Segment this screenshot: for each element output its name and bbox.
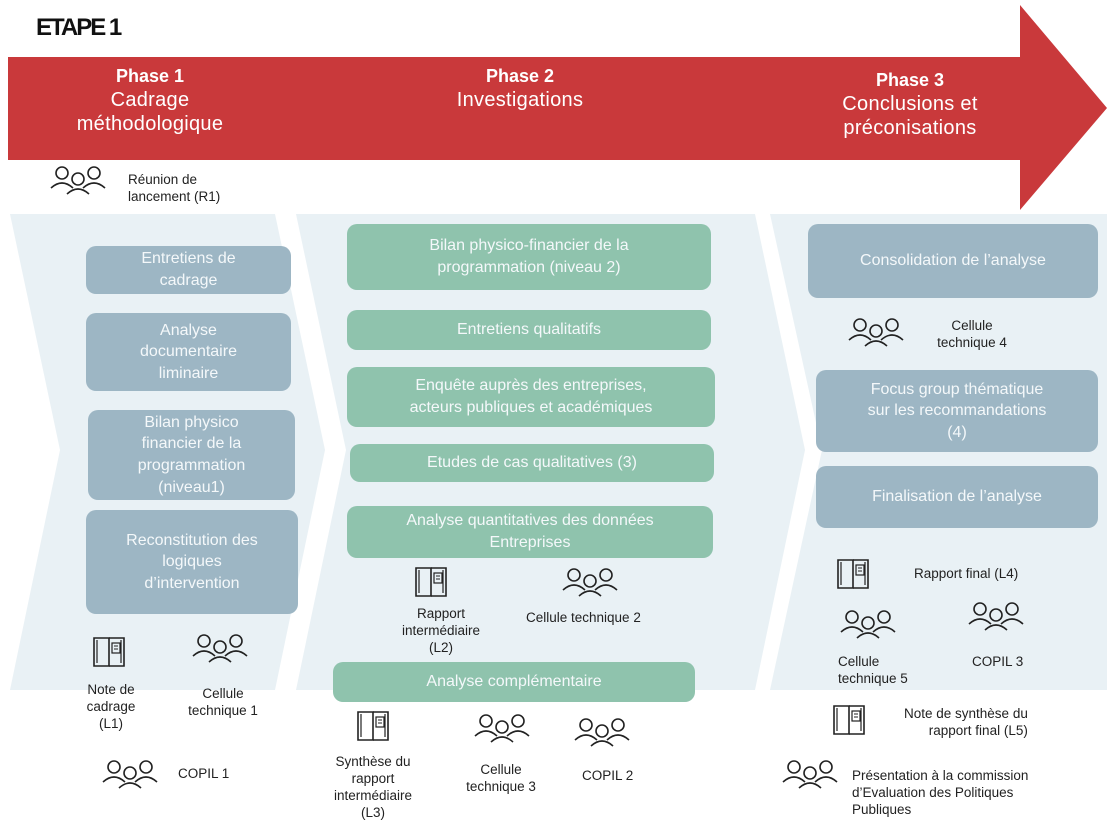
phase-name: Conclusions et — [842, 92, 978, 115]
book-icon — [356, 708, 390, 744]
copil-3-label: COPIL 3 — [972, 654, 1024, 669]
phase-arrow — [8, 5, 1107, 210]
people-group-icon — [560, 566, 620, 598]
people-group-icon — [100, 758, 160, 790]
step-title: ETAPE 1 — [36, 14, 122, 41]
phase-name: Investigations — [456, 88, 584, 111]
people-group-icon — [48, 164, 108, 196]
people-group-icon — [190, 632, 250, 664]
book-icon — [832, 702, 866, 738]
box-enquete-entreprises: Enquête auprès des entreprises,acteurs p… — [347, 367, 715, 427]
copil-1-label: COPIL 1 — [178, 766, 230, 781]
box-etudes-de-cas: Etudes de cas qualitatives (3) — [350, 444, 714, 482]
people-group-icon — [472, 712, 532, 744]
box-analyse-complementaire: Analyse complémentaire — [333, 662, 695, 702]
people-group-icon — [780, 758, 840, 790]
copil-2-label: COPIL 2 — [582, 768, 634, 783]
phase-name: préconisations — [843, 116, 977, 139]
phase-name: Cadrage — [110, 88, 190, 111]
book-icon — [92, 634, 126, 670]
phase-name: méthodologique — [76, 112, 224, 135]
phase-number: Phase 2 — [485, 66, 555, 86]
box-consolidation-analyse: Consolidation de l’analyse — [808, 224, 1098, 298]
phase2-heading: Phase 2 Investigations — [440, 66, 600, 112]
rapport-final-label: Rapport final (L4) — [914, 566, 1019, 581]
phase-number: Phase 3 — [875, 70, 945, 90]
phase3-heading: Phase 3 Conclusions et préconisations — [820, 70, 1000, 140]
cellule-technique-2-label: Cellule technique 2 — [526, 610, 641, 625]
people-group-icon — [846, 316, 906, 348]
book-icon — [414, 564, 448, 600]
phase1-heading: Phase 1 Cadrage méthodologique — [70, 66, 230, 136]
box-finalisation-analyse: Finalisation de l’analyse — [816, 466, 1098, 528]
phase3-chevron-panel — [770, 214, 1107, 690]
people-group-icon — [966, 600, 1026, 632]
book-icon — [836, 556, 870, 592]
box-entretiens-qualitatifs: Entretiens qualitatifs — [347, 310, 711, 350]
phase-number: Phase 1 — [115, 66, 185, 86]
people-group-icon — [572, 716, 632, 748]
people-group-icon — [838, 608, 898, 640]
